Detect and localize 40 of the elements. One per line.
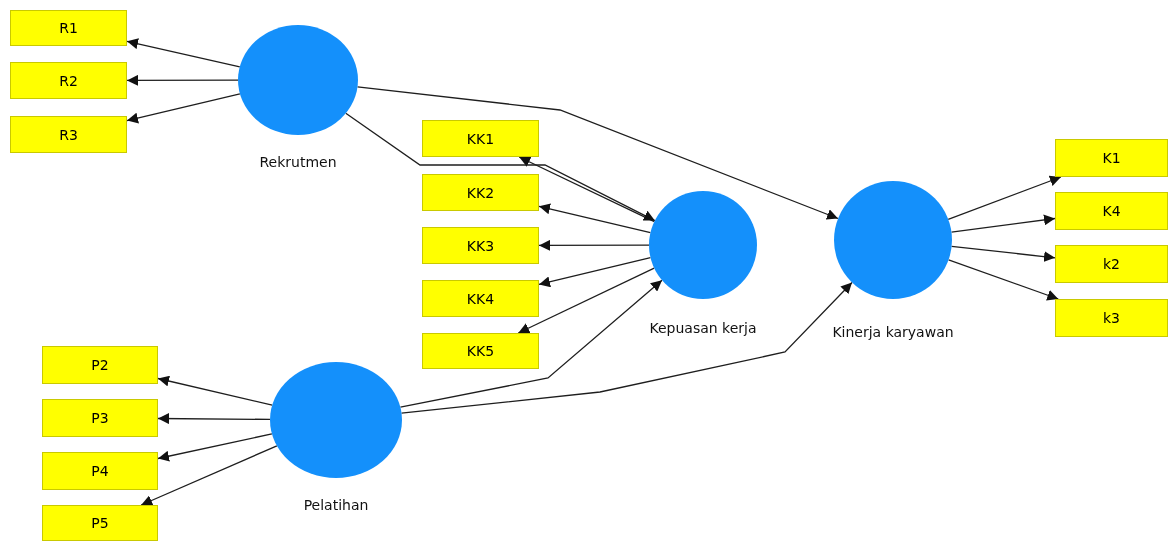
arrow bbox=[157, 413, 271, 425]
indicator-box: P4 bbox=[42, 452, 158, 490]
construct-label: Pelatihan bbox=[303, 497, 369, 513]
construct-label: Kepuasan kerja bbox=[649, 320, 757, 336]
indicator-box: P5 bbox=[42, 505, 158, 541]
indicator-box: P3 bbox=[42, 399, 158, 437]
arrow bbox=[126, 93, 241, 124]
construct-label: Rekrutmen bbox=[259, 154, 337, 170]
arrow bbox=[517, 267, 655, 334]
indicator-box: KK4 bbox=[422, 280, 539, 317]
indicator-box: K4 bbox=[1055, 192, 1168, 230]
indicator-box: KK5 bbox=[422, 333, 539, 369]
arrow bbox=[947, 259, 1059, 301]
indicator-box: k2 bbox=[1055, 245, 1168, 283]
arrow bbox=[950, 214, 1056, 233]
arrow bbox=[356, 86, 839, 220]
arrow bbox=[538, 203, 652, 234]
indicator-box: R3 bbox=[10, 116, 127, 153]
indicator-box: P2 bbox=[42, 346, 158, 384]
arrow bbox=[157, 433, 273, 462]
arrow bbox=[140, 445, 278, 506]
arrow bbox=[126, 74, 239, 86]
indicator-box: KK3 bbox=[422, 227, 539, 264]
arrow bbox=[400, 281, 853, 414]
arrow bbox=[538, 239, 650, 251]
arrow bbox=[399, 279, 663, 408]
indicator-box: k3 bbox=[1055, 299, 1168, 337]
arrow bbox=[947, 175, 1062, 220]
indicator-box: KK2 bbox=[422, 174, 539, 211]
indicator-box: KK1 bbox=[422, 120, 539, 157]
arrow bbox=[345, 112, 656, 222]
arrow bbox=[157, 375, 273, 406]
arrow bbox=[950, 245, 1056, 263]
indicator-box: R2 bbox=[10, 62, 127, 99]
indicator-box: K1 bbox=[1055, 139, 1168, 177]
arrow bbox=[126, 38, 241, 68]
indicator-box: R1 bbox=[10, 10, 127, 46]
arrow bbox=[538, 256, 652, 288]
arrow bbox=[518, 156, 655, 223]
construct-label: Kinerja karyawan bbox=[832, 324, 954, 340]
